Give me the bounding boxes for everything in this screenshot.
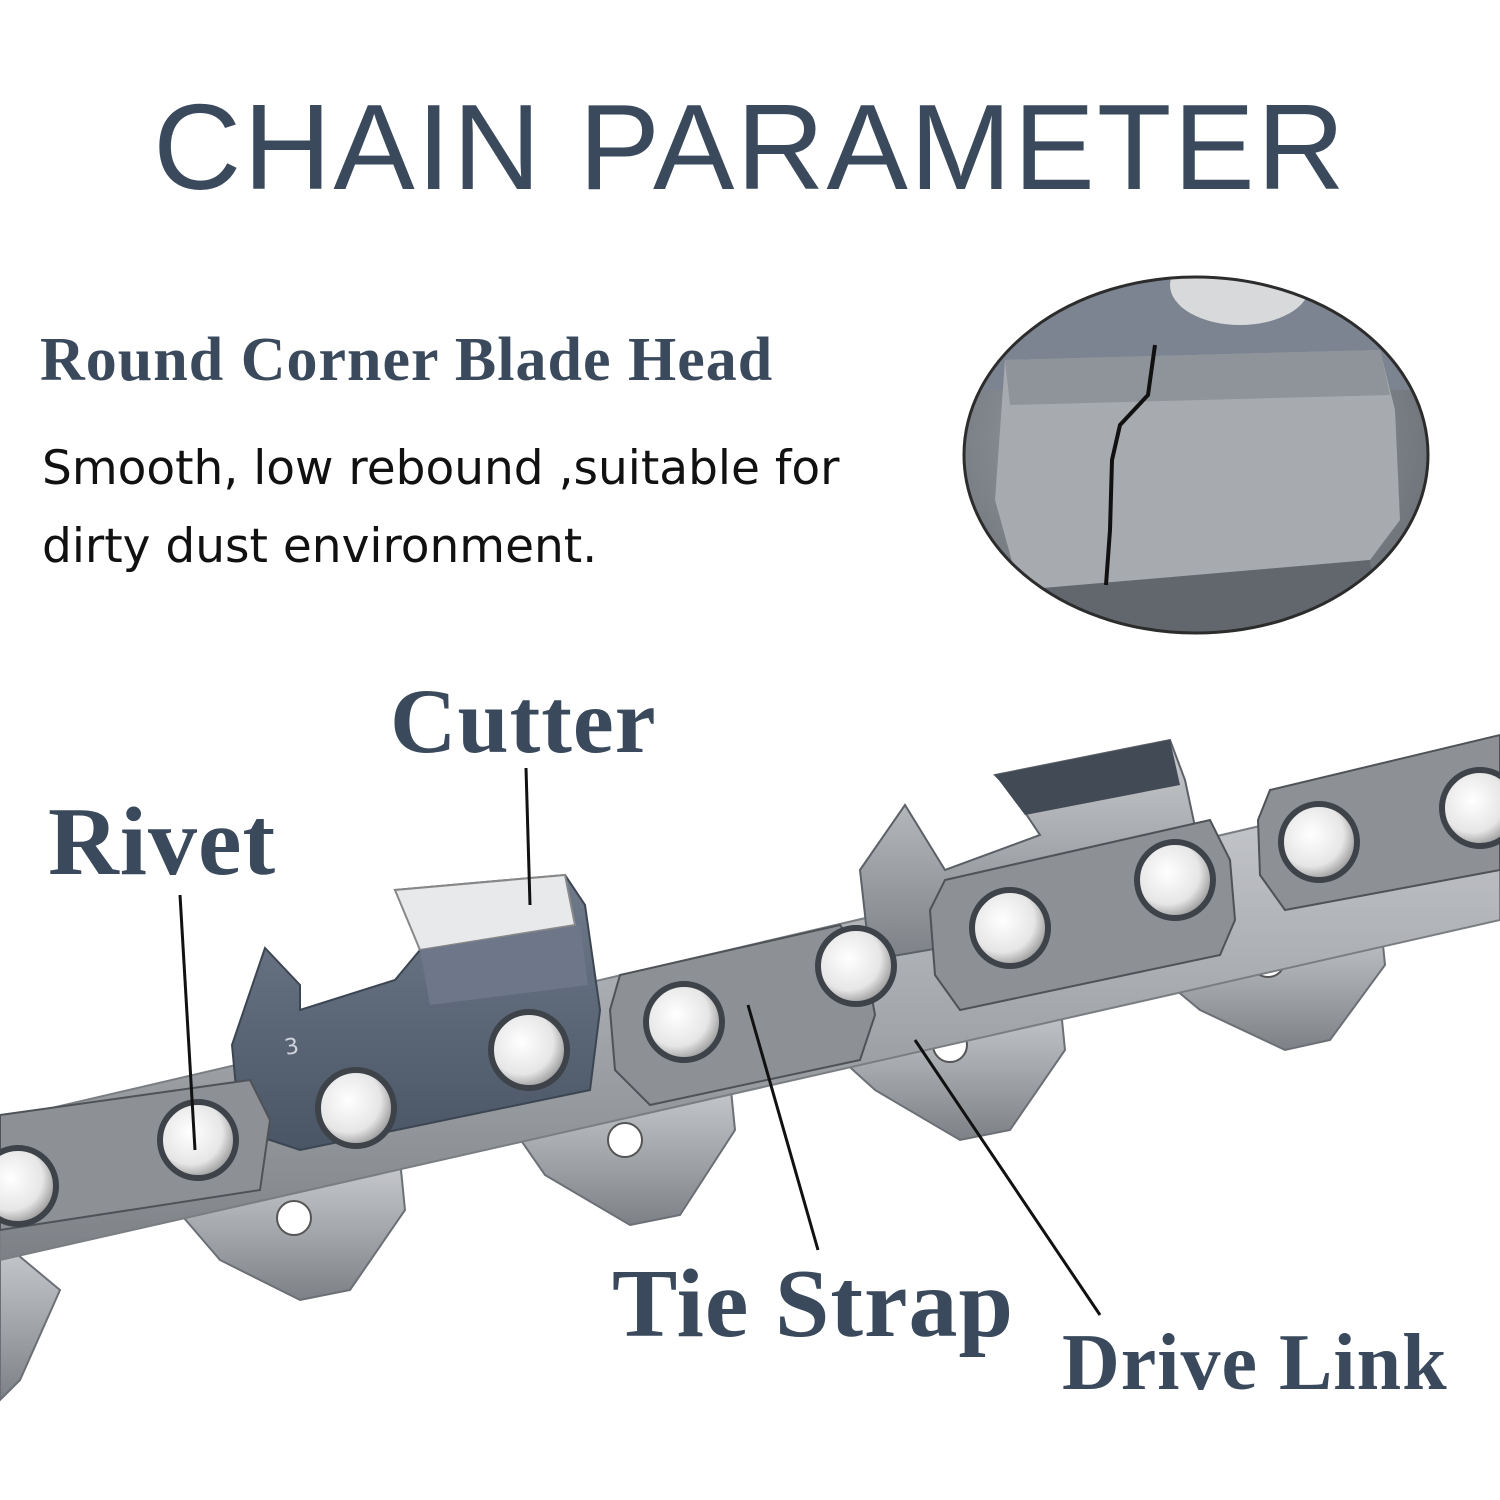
cutter-stamp: 3 (283, 1034, 301, 1061)
rivet-label: Rivet (48, 788, 277, 896)
feature-description: Smooth, low rebound ,suitable for dirty … (42, 441, 840, 574)
drive-link-label: Drive Link (1062, 1319, 1448, 1407)
drive-link-leader (913, 1039, 1102, 1316)
leader-lines (178, 767, 1102, 1316)
tie-strap-leader (746, 1004, 820, 1251)
tie-strap-label: Tie Strap (612, 1250, 1014, 1358)
blade-head-inset (962, 275, 1430, 635)
rivets (0, 767, 1500, 1227)
cutter-leader (524, 767, 532, 906)
feature-heading: Round Corner Blade Head (40, 326, 774, 394)
page-title: CHAIN PARAMETER (153, 79, 1347, 215)
cutter-label: Cutter (390, 670, 657, 772)
rivet-leader (178, 894, 197, 1151)
